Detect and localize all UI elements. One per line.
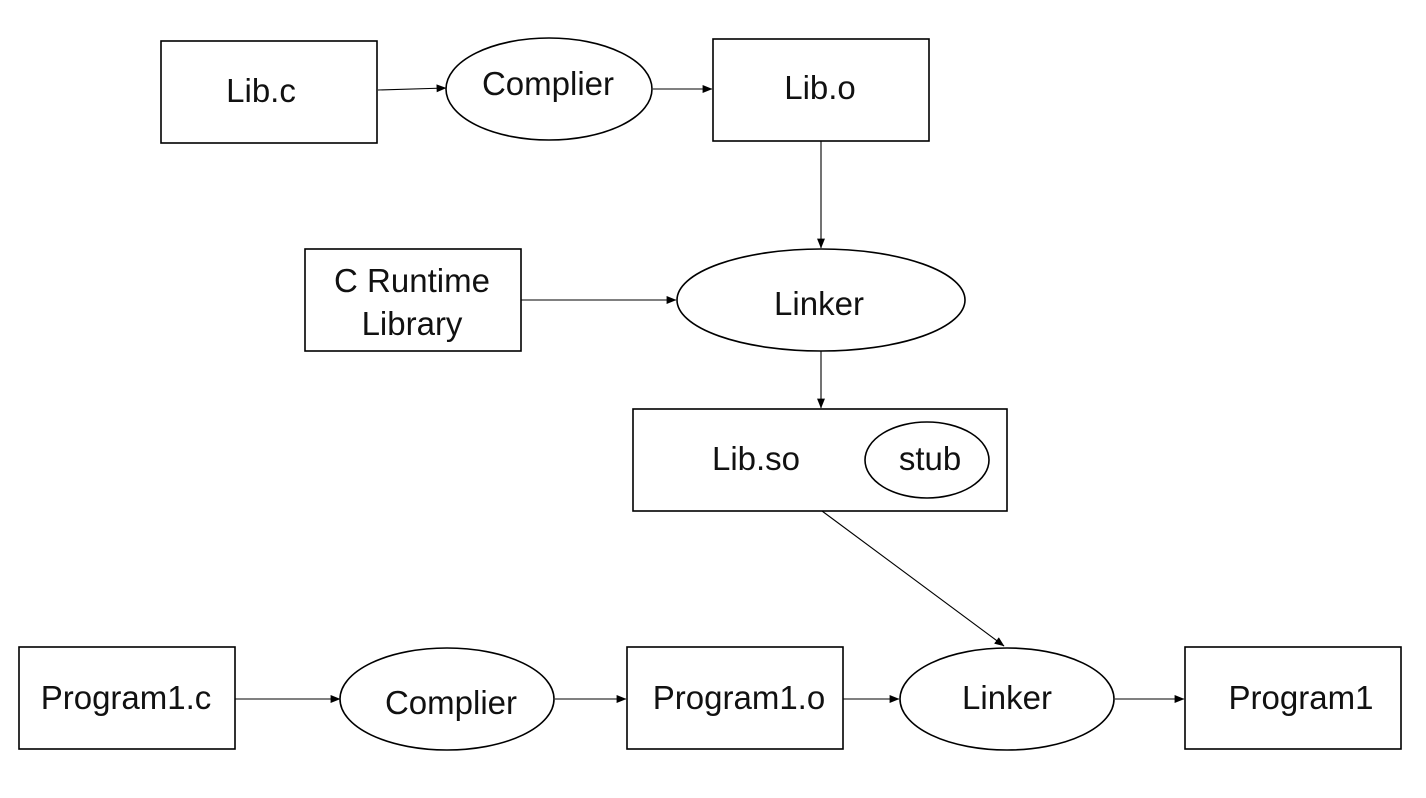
lib-o-label: Lib.o — [784, 69, 856, 106]
node-compiler-bottom: Complier — [339, 647, 555, 751]
compiler-top-label: Complier — [482, 65, 614, 102]
edge-libc-to-compiler — [377, 84, 447, 93]
program1-c-label: Program1.c — [41, 679, 212, 716]
c-runtime-label-line1: C Runtime — [334, 262, 490, 299]
stub-label: stub — [899, 440, 961, 477]
node-c-runtime-library: C Runtime Library — [304, 248, 522, 352]
linker-top-label: Linker — [774, 285, 864, 322]
node-lib-c: Lib.c — [160, 40, 378, 144]
node-lib-so: Lib.so stub — [632, 408, 1008, 512]
node-lib-o: Lib.o — [712, 38, 930, 142]
c-runtime-label-line2: Library — [362, 305, 463, 342]
node-program1-c: Program1.c — [18, 646, 236, 750]
node-stub: stub — [864, 421, 990, 499]
node-compiler-top: Complier — [445, 37, 653, 141]
node-linker-top: Linker — [676, 248, 966, 352]
edges — [235, 84, 1185, 703]
compiler-bottom-label: Complier — [385, 684, 517, 721]
node-program1: Program1 — [1184, 646, 1402, 750]
linker-bottom-label: Linker — [962, 679, 1052, 716]
lib-so-label: Lib.so — [712, 440, 800, 477]
node-program1-o: Program1.o — [626, 646, 844, 750]
program1-label: Program1 — [1229, 679, 1374, 716]
edge-libso-to-linker-bottom — [821, 510, 1005, 647]
lib-c-label: Lib.c — [226, 72, 296, 109]
program1-o-label: Program1.o — [653, 679, 825, 716]
node-linker-bottom: Linker — [899, 647, 1115, 751]
